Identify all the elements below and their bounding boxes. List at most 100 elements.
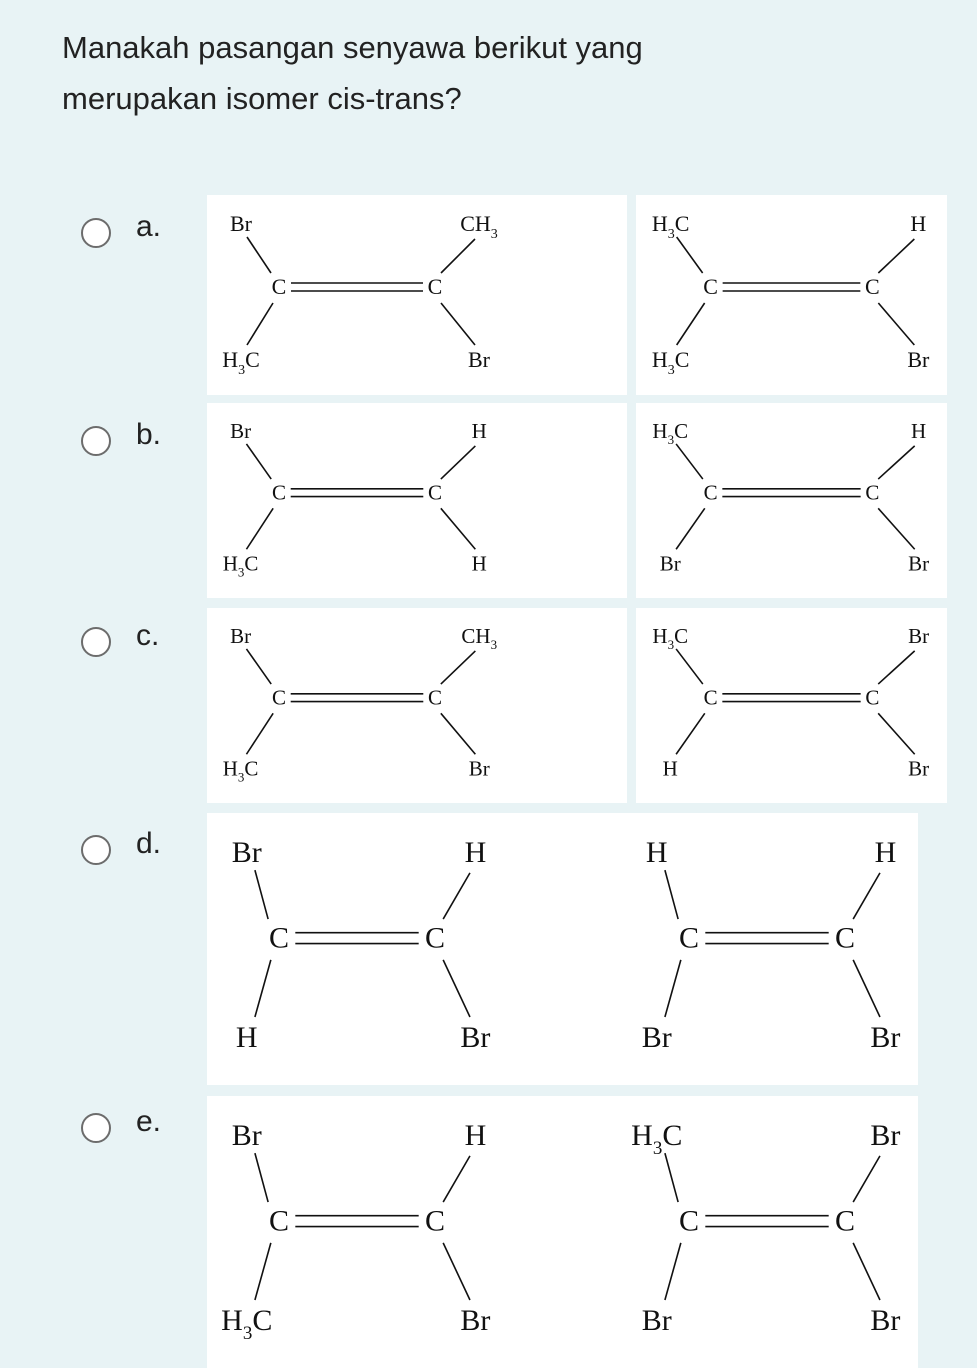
substituent-top-left: H3C [652, 419, 688, 447]
single-bond-line [245, 712, 274, 755]
substituent-bottom-right: H [472, 552, 487, 576]
single-bond-line [877, 712, 916, 755]
substituent-top-left: H [646, 836, 668, 869]
single-bond-line [440, 712, 476, 755]
carbon-label: C [272, 481, 286, 505]
single-bond-line [440, 302, 476, 346]
structure-image: C C H3C Br H Br [636, 403, 947, 598]
radio-button[interactable] [81, 218, 111, 248]
single-bond-line [877, 445, 916, 480]
question-line-1: Manakah pasangan senyawa berikut yang [62, 30, 643, 65]
substituent-bottom-right: Br [469, 757, 490, 781]
substituent-bottom-left: H3C [652, 347, 690, 378]
substituent-bottom-left: H [663, 757, 678, 781]
single-bond-line [246, 302, 274, 346]
substituent-bottom-left: Br [660, 552, 681, 576]
radio-button[interactable] [81, 426, 111, 456]
carbon-label: C [704, 481, 718, 505]
substituent-bottom-right: Br [460, 1021, 490, 1054]
substituent-bottom-right: Br [908, 552, 929, 576]
single-bond-line [877, 507, 916, 550]
substituent-top-left: H3C [652, 624, 688, 652]
substituent-bottom-left: H3C [221, 1304, 272, 1344]
single-bond-line [664, 869, 679, 920]
substituent-bottom-left: Br [642, 1304, 672, 1337]
single-bond-line [245, 648, 272, 685]
carbon-label: C [679, 922, 699, 955]
radio-button[interactable] [81, 1113, 111, 1143]
substituent-bottom-right: Br [870, 1021, 900, 1054]
option-letter: a. [136, 210, 162, 243]
substituent-top-right: H [875, 836, 897, 869]
single-bond-line [675, 648, 704, 685]
substituent-bottom-right: Br [908, 757, 929, 781]
carbon-label: C [428, 274, 443, 299]
single-bond-line [675, 712, 706, 755]
substituent-bottom-right: Br [907, 347, 930, 372]
substituent-top-left: Br [230, 211, 253, 236]
single-bond-line [442, 1242, 471, 1301]
question-text: Manakah pasangan senyawa berikut yang me… [62, 22, 922, 124]
radio-button[interactable] [81, 835, 111, 865]
single-bond-line [440, 507, 476, 550]
carbon-label: C [835, 922, 855, 955]
substituent-top-left: Br [230, 624, 251, 648]
carbon-label: C [704, 686, 718, 710]
single-bond-line [254, 959, 272, 1018]
substituent-top-left: Br [232, 1119, 262, 1152]
single-bond-line [852, 1155, 881, 1203]
substituent-top-left: H3C [631, 1119, 682, 1159]
option-letter: d. [136, 827, 162, 860]
substituent-top-right: CH3 [460, 211, 498, 242]
carbon-label: C [269, 1205, 289, 1238]
substituent-top-right: H [911, 419, 926, 443]
option-letter: b. [136, 418, 162, 451]
single-bond-line [442, 959, 471, 1018]
single-bond-line [440, 445, 476, 480]
substituent-bottom-left: H3C [222, 347, 260, 378]
substituent-bottom-right: Br [870, 1304, 900, 1337]
substituent-top-right: H [910, 211, 926, 236]
carbon-label: C [425, 1205, 445, 1238]
substituent-top-right: H [465, 1119, 487, 1152]
carbon-label: C [428, 481, 442, 505]
carbon-label: C [865, 686, 879, 710]
single-bond-line [254, 1152, 269, 1203]
single-bond-line [246, 236, 272, 274]
substituent-bottom-right: Br [468, 347, 491, 372]
single-bond-line [664, 1242, 682, 1301]
carbon-label: C [428, 686, 442, 710]
single-bond-line [440, 238, 476, 274]
substituent-bottom-right: Br [460, 1304, 490, 1337]
single-bond-line [442, 1155, 471, 1203]
single-bond-line [245, 443, 272, 480]
single-bond-line [852, 872, 881, 920]
carbon-label: C [269, 922, 289, 955]
substituent-bottom-left: H3C [223, 552, 259, 580]
single-bond-line [675, 443, 704, 480]
substituent-top-right: H [465, 836, 487, 869]
single-bond-line [852, 1242, 881, 1301]
carbon-label: C [425, 922, 445, 955]
radio-button[interactable] [81, 627, 111, 657]
substituent-bottom-left: H [236, 1021, 258, 1054]
carbon-label: C [865, 481, 879, 505]
single-bond-line [877, 302, 915, 346]
substituent-top-left: Br [232, 836, 262, 869]
carbon-label: C [835, 1205, 855, 1238]
single-bond-line [675, 507, 706, 550]
structure-drawing: C C H3C Br H Br [652, 419, 929, 576]
single-bond-line [852, 959, 881, 1018]
carbon-label: C [865, 274, 880, 299]
